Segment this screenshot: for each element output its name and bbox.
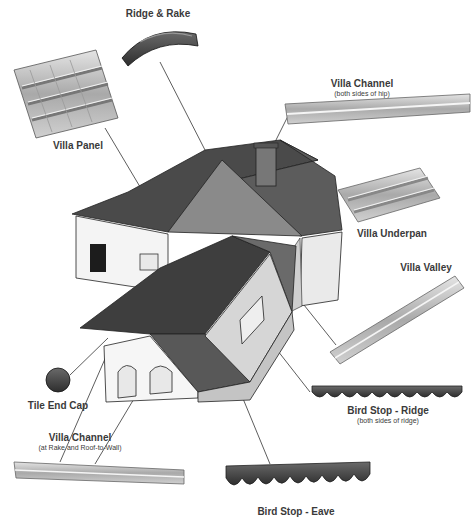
tile-end-cap-part	[46, 368, 70, 392]
drawing-shape	[254, 143, 278, 148]
drawing-shape	[335, 282, 459, 358]
villa-channel-part	[285, 94, 470, 124]
ridge-rake-part	[122, 32, 198, 66]
part-note: (at Rake and Roof-to-Wall)	[39, 444, 122, 452]
drawing-shape	[140, 33, 192, 42]
drawing-shape	[160, 62, 205, 150]
bird-stop-ridge-part	[312, 386, 462, 397]
drawing-shape	[312, 386, 462, 397]
drawing-shape	[287, 103, 470, 114]
drawing-shape	[168, 160, 302, 236]
drawing-shape	[205, 254, 292, 382]
villa-panel-part	[14, 50, 118, 138]
drawing-shape	[30, 60, 92, 132]
drawing-shape	[338, 168, 440, 222]
drawing-shape	[14, 462, 184, 484]
part-note: (both sides of ridge)	[357, 417, 419, 425]
part-note: (both sides of hip)	[334, 90, 390, 98]
drawing-shape	[226, 462, 370, 485]
part-label: Bird Stop - Ridge	[347, 405, 429, 416]
drawing-shape	[104, 336, 198, 402]
drawing-shape	[240, 296, 264, 344]
part-label: Bird Stop - Eave	[257, 506, 334, 517]
drawing-shape	[348, 176, 434, 210]
villa-channel-part	[14, 462, 184, 484]
drawing-shape	[118, 365, 136, 398]
house-drawing	[72, 140, 342, 402]
drawing-shape	[22, 66, 112, 118]
drawing-shape	[70, 338, 108, 375]
villa-underpan-part	[338, 168, 440, 222]
part-label: Villa Channel	[331, 78, 394, 89]
bird-stop-eave-part	[226, 462, 370, 485]
drawing-shape	[15, 470, 184, 477]
drawing-shape	[285, 94, 470, 124]
part-label: Ridge & Rake	[126, 8, 190, 19]
drawing-shape	[300, 232, 342, 306]
drawing-shape	[14, 50, 118, 138]
drawing-shape	[122, 32, 198, 66]
part-label: Villa Underpan	[357, 228, 427, 239]
part-label: Villa Valley	[400, 262, 452, 273]
drawing-shape	[150, 366, 172, 394]
part-label: Villa Panel	[53, 140, 103, 151]
villa-valley-part	[330, 276, 464, 364]
drawing-shape	[90, 244, 106, 272]
part-label: Villa Channel	[49, 432, 112, 443]
drawing-shape	[140, 254, 158, 270]
part-label: Tile End Cap	[28, 400, 88, 411]
drawing-shape	[330, 276, 464, 364]
drawing-shape	[256, 146, 276, 186]
